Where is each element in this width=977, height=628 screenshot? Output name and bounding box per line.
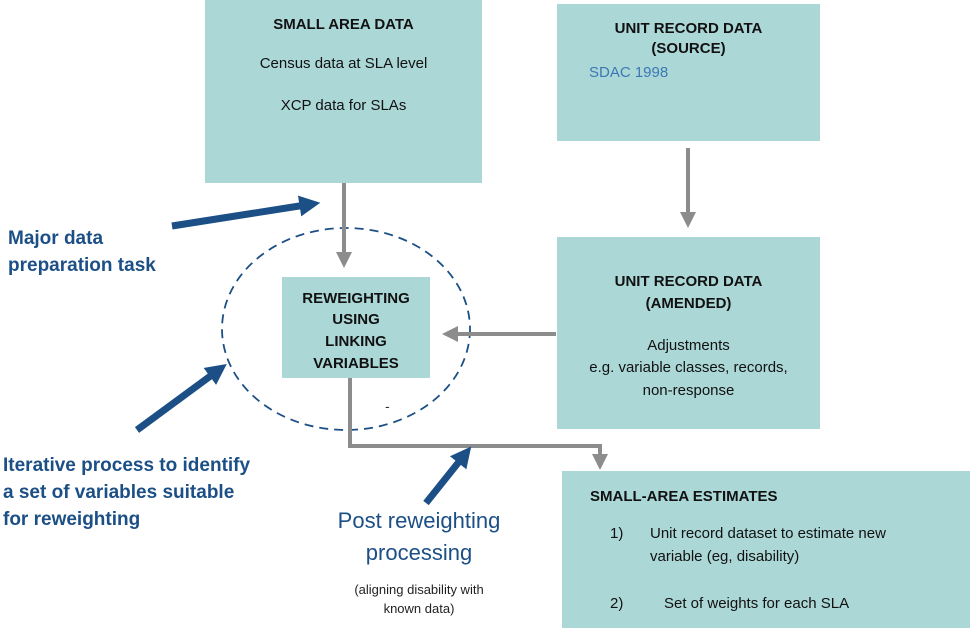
- census-data-label: Census data at SLA level: [259, 55, 428, 72]
- unit-record-amended-box: UNIT RECORD DATA (AMENDED) Adjustments e…: [557, 237, 820, 429]
- xcp-data-label: XCP data for SLAs: [280, 97, 407, 114]
- estimates-item2-number: 2): [610, 595, 624, 612]
- arrow-iterative: [134, 364, 227, 433]
- reweighting-line1: REWEIGHTING: [302, 290, 410, 307]
- unit-record-source-box: UNIT RECORD DATA (SOURCE) SDAC 1998: [557, 4, 820, 141]
- iterative-line3: for reweighting: [3, 509, 141, 530]
- iterative-line1: Iterative process to identify: [3, 455, 251, 476]
- post-processing-line2: processing: [365, 540, 473, 565]
- iterative-process-note: Iterative process to identify a set of v…: [3, 452, 250, 533]
- dash-mark: -: [385, 398, 390, 414]
- small-area-data-box: SMALL AREA DATA Census data at SLA level…: [205, 0, 482, 183]
- arrow-post-processing: [423, 446, 472, 506]
- estimates-item1-line2: variable (eg, disability): [650, 548, 800, 565]
- unit-source-title-line2: (SOURCE): [651, 40, 726, 57]
- post-processing-note: Post reweighting processing: [318, 505, 520, 569]
- reweighting-line4: VARIABLES: [313, 355, 399, 372]
- estimates-item1-number: 1): [610, 525, 624, 542]
- post-processing-subnote: (aligning disability with known data): [318, 580, 520, 618]
- adjustments-label: Adjustments: [647, 337, 730, 354]
- adjustments-detail-line1: e.g. variable classes, records,: [589, 359, 788, 376]
- unit-amended-title-line2: (AMENDED): [645, 295, 732, 312]
- small-area-title: SMALL AREA DATA: [273, 16, 414, 33]
- post-processing-line1: Post reweighting: [337, 508, 501, 533]
- reweighting-line2: USING: [332, 311, 380, 328]
- arrow-major-task: [171, 195, 321, 230]
- iterative-line2: a set of variables suitable: [3, 482, 235, 503]
- small-area-estimates-box: SMALL-AREA ESTIMATES 1) Unit record data…: [562, 471, 970, 628]
- post-sub-line2: known data): [383, 601, 455, 616]
- reweighting-line3: LINKING: [325, 333, 387, 350]
- reweighting-box: REWEIGHTING USING LINKING VARIABLES: [282, 277, 430, 378]
- major-task-note: Major data preparation task: [8, 225, 156, 279]
- unit-amended-title-line1: UNIT RECORD DATA: [614, 273, 763, 290]
- sdac-label: SDAC 1998: [589, 64, 669, 81]
- major-task-line1: Major data: [8, 228, 104, 249]
- major-task-line2: preparation task: [8, 255, 156, 276]
- unit-source-title-line1: UNIT RECORD DATA: [614, 20, 763, 37]
- post-sub-line1: (aligning disability with: [354, 582, 484, 597]
- estimates-item2-text: Set of weights for each SLA: [664, 595, 850, 612]
- arrow-reweighting-to-estimates: [348, 377, 608, 470]
- adjustments-detail-line2: non-response: [642, 382, 735, 399]
- estimates-title: SMALL-AREA ESTIMATES: [590, 488, 778, 505]
- estimates-item1-line1: Unit record dataset to estimate new: [650, 525, 886, 542]
